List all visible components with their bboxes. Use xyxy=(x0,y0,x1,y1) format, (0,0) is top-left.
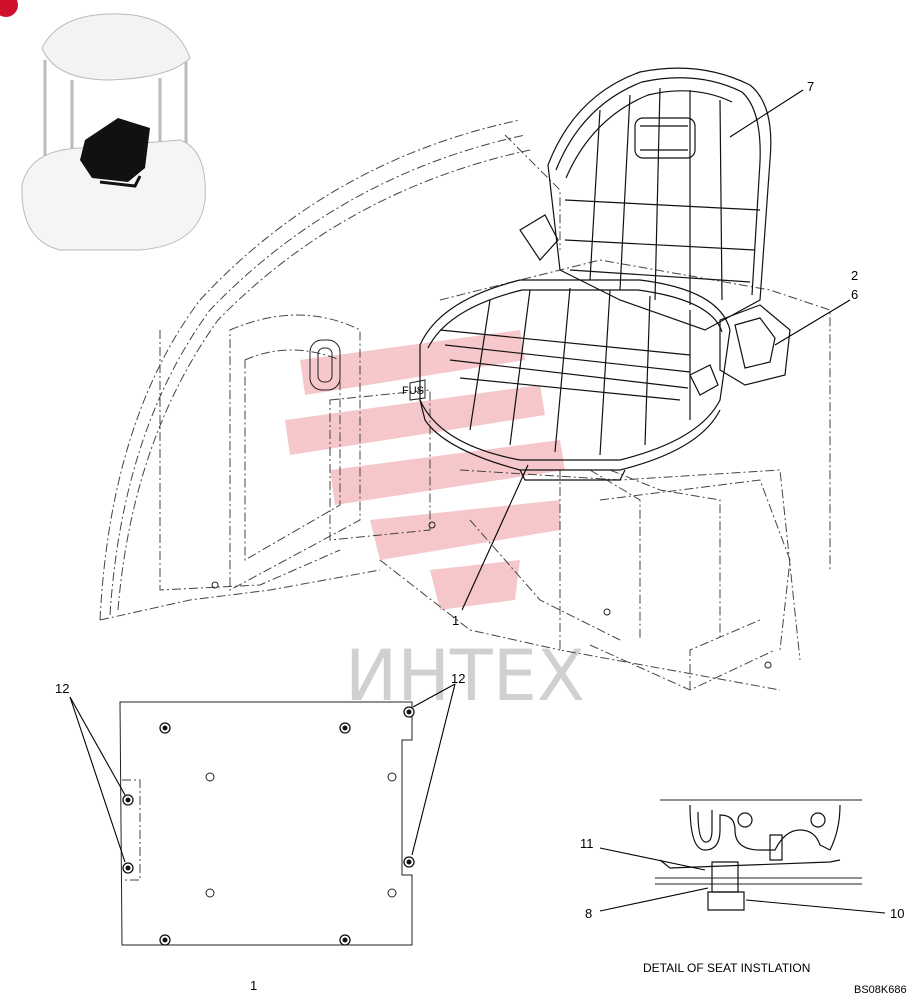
callout-11: 11 xyxy=(580,836,594,851)
detail-caption: DETAIL OF SEAT INSTLATION xyxy=(643,961,810,975)
drawing-code: BS08K686 xyxy=(854,984,907,996)
callouts-main: 7 2 6 1 xyxy=(452,79,858,628)
watermark-text: ИНТЕХ xyxy=(345,635,585,717)
plate-caption: 1 xyxy=(250,978,257,993)
callout-1: 1 xyxy=(452,613,459,628)
corner-badge xyxy=(0,0,18,17)
svg-text:FUS: FUS xyxy=(402,385,424,397)
callout-12-left: 12 xyxy=(55,681,69,696)
callout-6: 6 xyxy=(851,287,858,302)
plate-hole-icon xyxy=(122,706,415,946)
locator-thumbnail xyxy=(21,13,206,251)
watermark-logo xyxy=(285,330,565,610)
seat-highlight-icon xyxy=(80,118,150,182)
callout-10: 10 xyxy=(890,906,904,921)
cab-frame: FUS xyxy=(99,119,831,691)
seat-assembly xyxy=(419,67,791,481)
callout-2: 2 xyxy=(851,268,858,283)
detail-view: 11 8 10 DETAIL OF SEAT INSTLATION xyxy=(580,799,904,975)
plate-1-view: 12 12 1 xyxy=(55,671,465,993)
callout-8: 8 xyxy=(585,906,592,921)
callout-12-right: 12 xyxy=(451,671,465,686)
callout-7: 7 xyxy=(807,79,814,94)
